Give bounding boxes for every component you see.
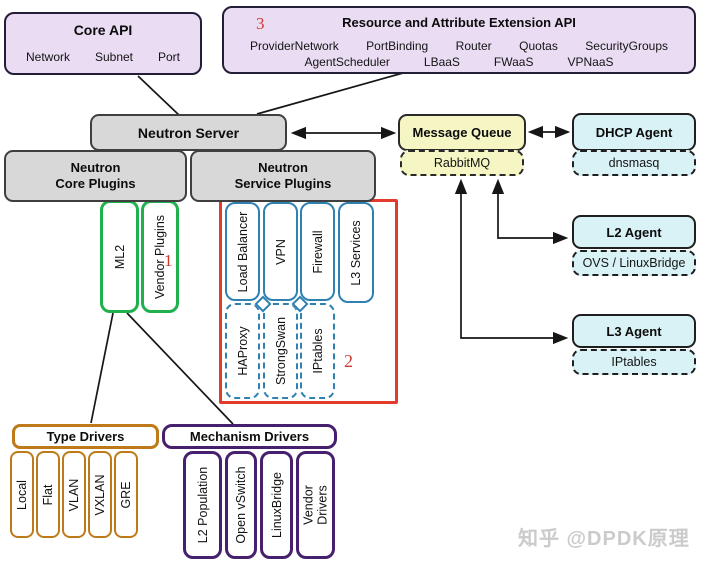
firewall-box: Firewall xyxy=(300,202,335,301)
type-driver-label: Flat xyxy=(41,484,55,505)
vpn-box: VPN xyxy=(263,202,298,301)
dnsmasq-label: dnsmasq xyxy=(608,156,660,170)
badge-1: 1 xyxy=(164,251,173,270)
mech-driver-l2population-box: L2 Population xyxy=(183,451,222,559)
l3-services-label: L3 Services xyxy=(349,219,363,286)
mech-driver-label: LinuxBridge xyxy=(269,471,284,539)
edge-ml2-typedrivers xyxy=(90,312,114,424)
extension-api-item: FWaaS xyxy=(493,55,534,69)
neutron-service-plugins-box: Neutron Service Plugins xyxy=(190,150,376,202)
firewall-label: Firewall xyxy=(310,229,325,274)
iptables-box: IPtables xyxy=(300,303,335,399)
mechanism-drivers-title: Mechanism Drivers xyxy=(189,429,310,444)
extension-api-item: PortBinding xyxy=(366,39,429,53)
haproxy-box: HAProxy xyxy=(225,303,260,399)
edge-rabbitmq-l2agent xyxy=(491,178,569,245)
mech-driver-vendordrivers-box: Vendor Drivers xyxy=(296,451,335,559)
ovs-linuxbridge-box: OVS / LinuxBridge xyxy=(572,250,696,276)
core-api-item: Port xyxy=(157,50,180,64)
type-driver-label: Local xyxy=(15,479,29,510)
extension-api-title: Resource and Attribute Extension API xyxy=(342,15,576,30)
edge-rabbitmq-l3agent xyxy=(454,178,569,345)
type-driver-vxlan-box: VXLAN xyxy=(88,451,112,538)
l3-agent-label: L3 Agent xyxy=(606,323,662,339)
badge-3: 3 xyxy=(256,14,265,33)
message-queue-box: Message Queue xyxy=(398,114,526,151)
badge-2: 2 xyxy=(344,351,353,371)
extension-api-item: ProviderNetwork xyxy=(250,39,339,53)
label-line: Neutron xyxy=(70,159,121,175)
core-api-item: Network xyxy=(26,50,71,64)
label-line: Service Plugins xyxy=(234,176,332,191)
edge-ml2-mechanismdrivers xyxy=(126,312,234,425)
l3-iptables-label: IPtables xyxy=(611,355,657,369)
ovs-linuxbridge-label: OVS / LinuxBridge xyxy=(582,256,686,270)
extension-api-item: LBaaS xyxy=(423,55,460,69)
load-balancer-box: Load Balancer xyxy=(225,202,260,301)
strongswan-box: StrongSwan xyxy=(263,303,298,399)
type-driver-label: VXLAN xyxy=(93,474,107,515)
extension-api-item: VPNaaS xyxy=(567,55,614,69)
extension-api-item: Router xyxy=(455,39,492,53)
mech-driver-linuxbridge-box: LinuxBridge xyxy=(260,451,293,559)
message-queue-label: Message Queue xyxy=(412,125,512,140)
dhcp-agent-label: DHCP Agent xyxy=(595,124,673,140)
l3-services-box: L3 Services xyxy=(338,202,374,303)
label-line: Neutron xyxy=(258,159,308,175)
iptables-label: IPtables xyxy=(310,328,325,374)
type-driver-local-box: Local xyxy=(10,451,34,538)
ml2-label: ML2 xyxy=(112,244,127,269)
neutron-server-box: Neutron Server xyxy=(90,114,287,151)
neutron-server-label: Neutron Server xyxy=(137,124,240,141)
core-api-title: Core API xyxy=(73,22,133,38)
type-drivers-header: Type Drivers xyxy=(12,424,159,449)
vpn-label: VPN xyxy=(273,238,288,265)
mech-driver-label: Vendor Drivers xyxy=(301,485,330,525)
type-driver-label: GRE xyxy=(119,480,133,509)
l2-agent-label: L2 Agent xyxy=(606,224,662,240)
rabbitmq-box: RabbitMQ xyxy=(400,150,524,176)
mech-driver-label: L2 Population xyxy=(195,466,210,544)
neutron-core-plugins-label: Neutron Core Plugins xyxy=(55,160,135,193)
dhcp-agent-box: DHCP Agent xyxy=(572,113,696,151)
l3-iptables-box: IPtables xyxy=(572,349,696,375)
mechanism-drivers-header: Mechanism Drivers xyxy=(162,424,337,449)
neutron-service-plugins-label: Neutron Service Plugins xyxy=(235,160,332,193)
extension-api-item: SecurityGroups xyxy=(585,39,668,53)
ml2-box: ML2 xyxy=(100,200,139,313)
l3-agent-box: L3 Agent xyxy=(572,314,696,348)
edge-coreapi-neutronserver xyxy=(137,75,181,117)
load-balancer-label: Load Balancer xyxy=(235,211,250,292)
edge-extapi-neutronserver xyxy=(256,72,404,115)
type-driver-flat-box: Flat xyxy=(36,451,60,538)
l2-agent-box: L2 Agent xyxy=(572,215,696,249)
extension-api-row2: AgentScheduler LBaaS FWaaS VPNaaS xyxy=(224,55,694,69)
type-driver-vlan-box: VLAN xyxy=(62,451,86,538)
mech-driver-label: Open vSwitch xyxy=(234,466,248,544)
mech-driver-openvswitch-box: Open vSwitch xyxy=(225,451,257,559)
vendor-plugins-box: Vendor Plugins xyxy=(141,200,179,313)
extension-api-item: AgentScheduler xyxy=(304,55,390,69)
strongswan-label: StrongSwan xyxy=(273,316,288,386)
extension-api-row1: ProviderNetwork PortBinding Router Quota… xyxy=(224,39,694,53)
core-api-items: Network Subnet Port xyxy=(6,50,200,64)
type-drivers-title: Type Drivers xyxy=(46,429,125,444)
type-driver-label: VLAN xyxy=(67,478,81,511)
neutron-core-plugins-box: Neutron Core Plugins xyxy=(4,150,187,202)
core-api-item: Subnet xyxy=(94,50,134,64)
label-line: Core Plugins xyxy=(55,176,136,191)
rabbitmq-label: RabbitMQ xyxy=(433,156,491,170)
haproxy-label: HAProxy xyxy=(235,326,250,376)
extension-api-box: 3 Resource and Attribute Extension API P… xyxy=(222,6,696,74)
extension-api-item: Quotas xyxy=(519,39,558,53)
watermark: 知乎 @DPDK原理 xyxy=(518,528,690,550)
type-driver-gre-box: GRE xyxy=(114,451,138,538)
dnsmasq-box: dnsmasq xyxy=(572,150,696,176)
core-api-box: Core API Network Subnet Port xyxy=(4,12,202,75)
